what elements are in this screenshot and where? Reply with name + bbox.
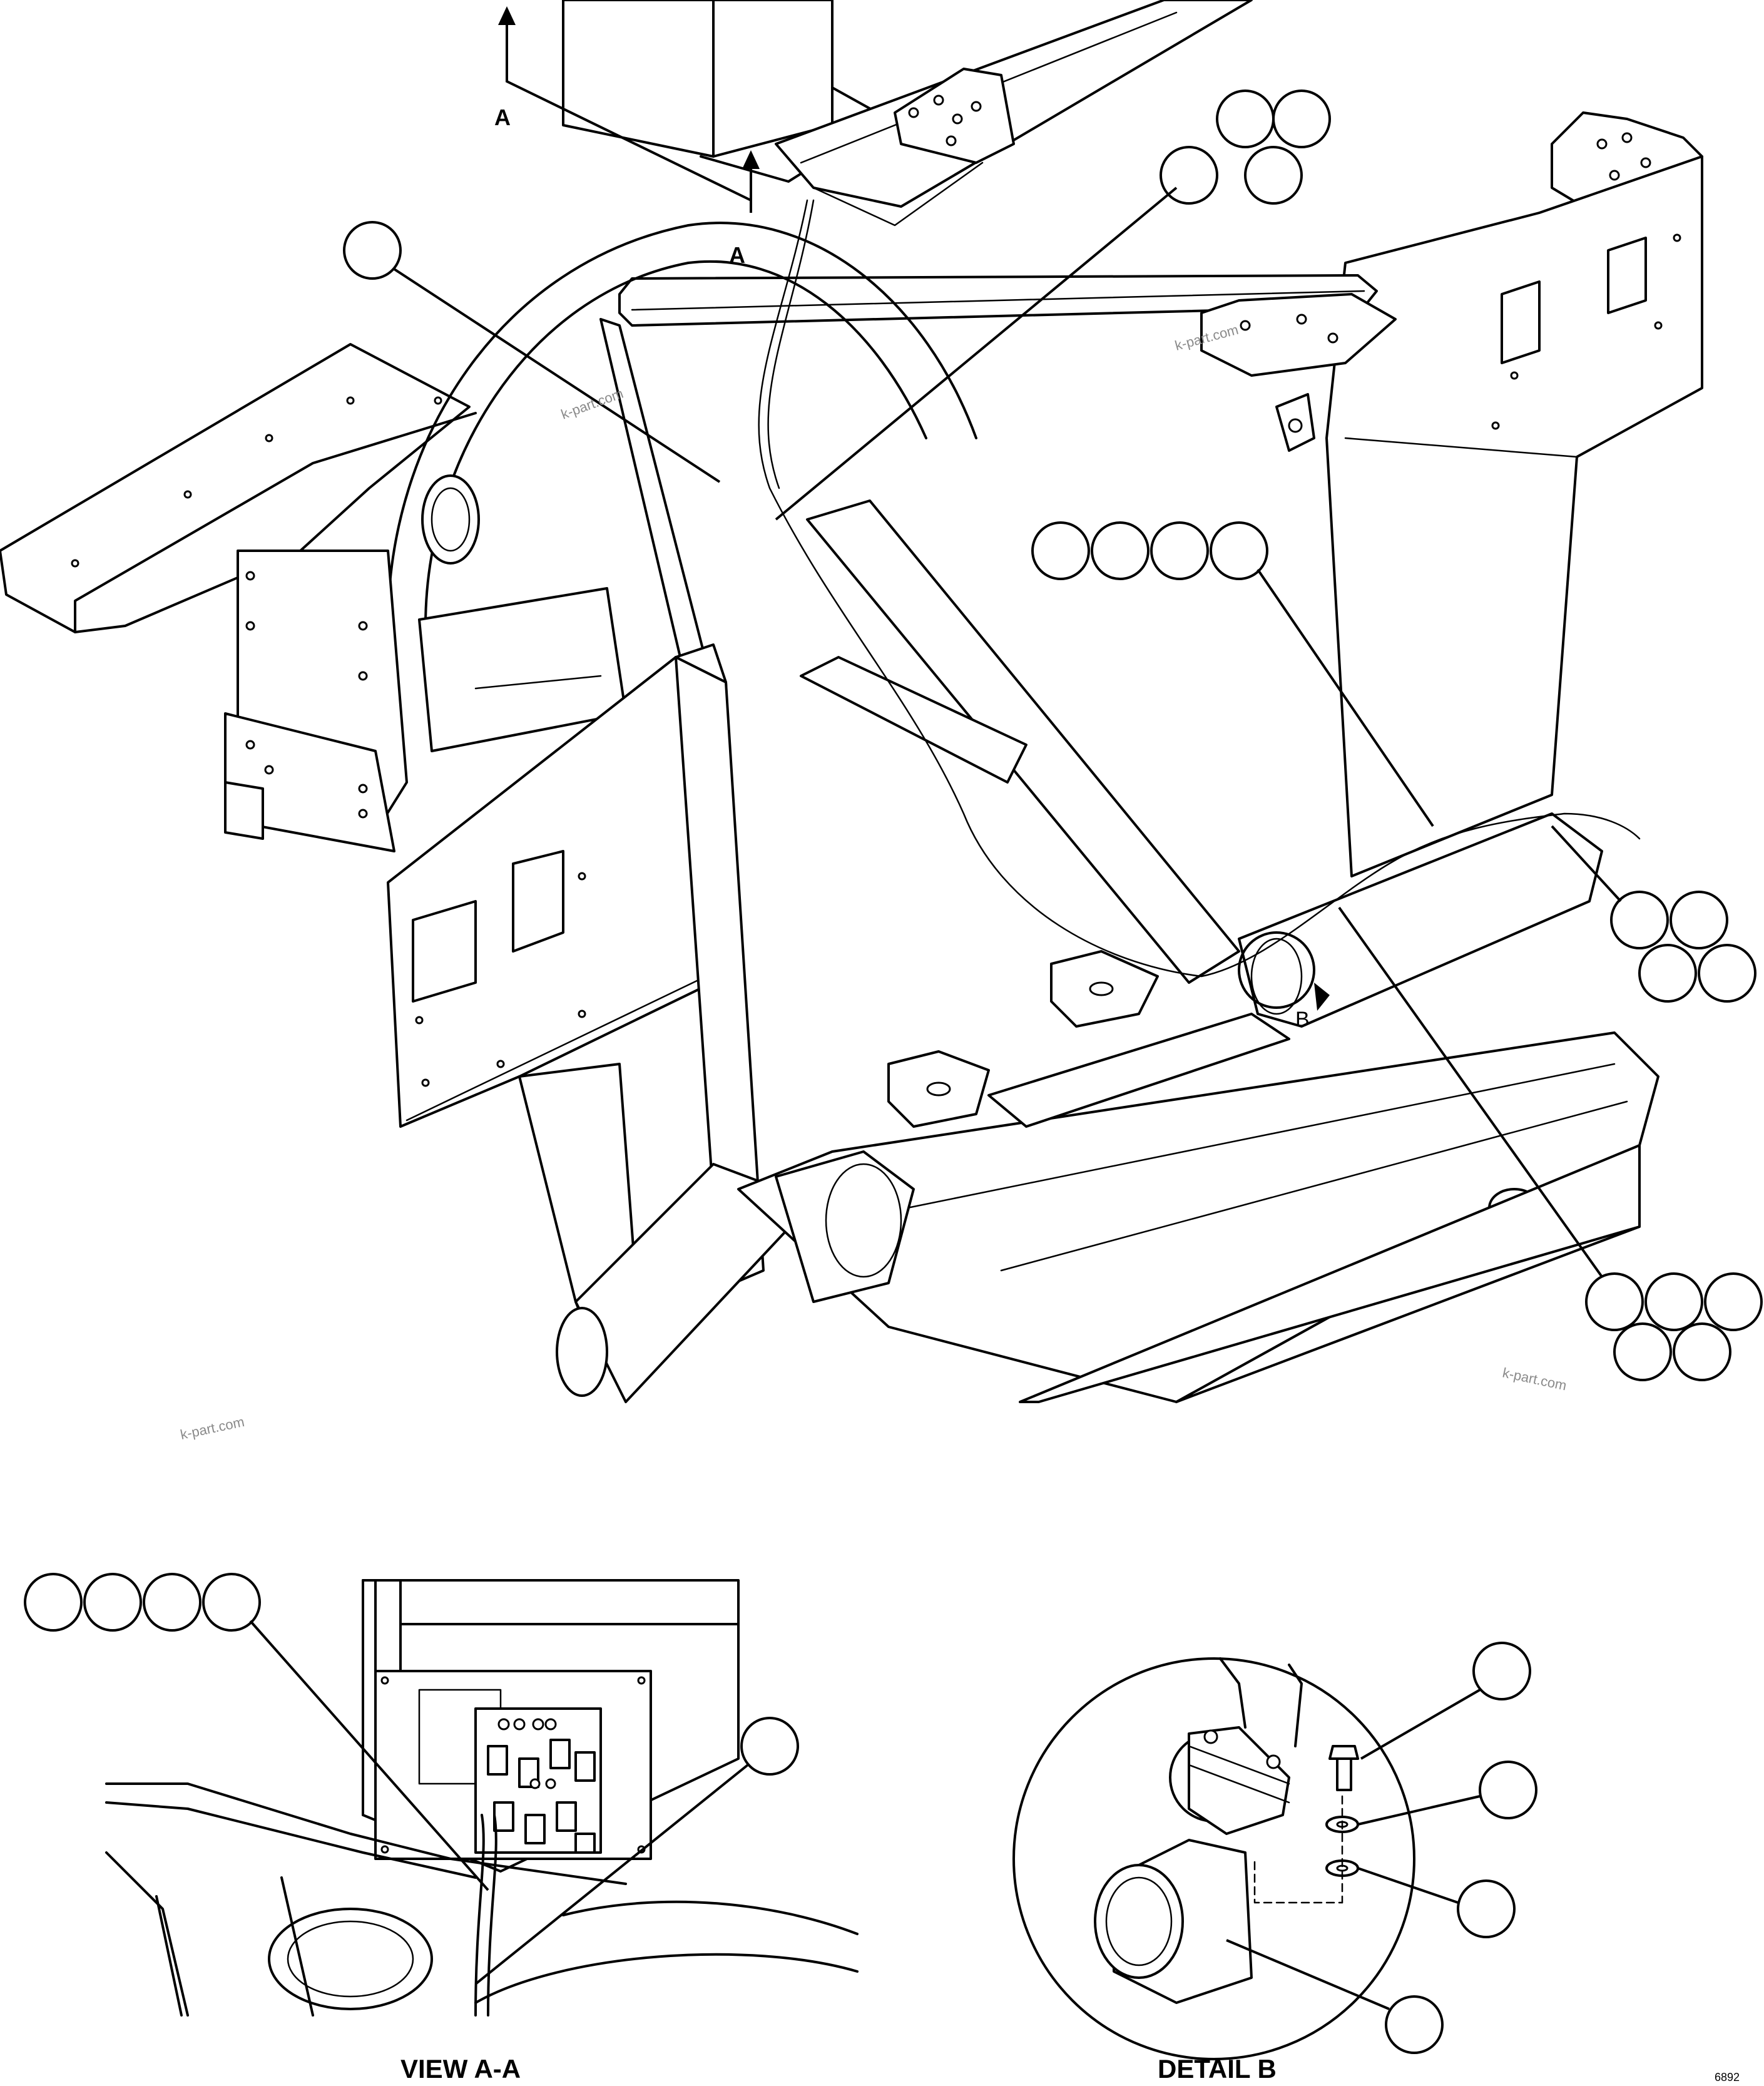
callout-bubble [1472, 1642, 1531, 1700]
callout-bubble [1031, 521, 1090, 580]
svg-text:A: A [494, 105, 511, 130]
callout-bubble [1673, 1322, 1731, 1381]
callout-bubble [1613, 1322, 1672, 1381]
callout-group-right [1551, 825, 1756, 1003]
callout-bubble [740, 1717, 799, 1776]
svg-text:B: B [1295, 1008, 1310, 1031]
left-frame-block [224, 550, 408, 852]
connector-cluster [487, 1718, 596, 1854]
callout-bubble [143, 1573, 201, 1632]
callout-bubble [202, 1573, 261, 1632]
callout-bubble [1272, 89, 1331, 148]
watermark: k-part.com [179, 1414, 246, 1443]
small-mount-plate-2 [887, 1050, 990, 1128]
section-a-arrows: A A [494, 6, 760, 268]
callout-bubble [83, 1573, 142, 1632]
callout-bubble [1585, 1272, 1644, 1331]
circular-connector [1094, 1726, 1290, 2004]
ring-frame [387, 222, 977, 627]
top-cross-beam [618, 274, 1378, 327]
callout-group-top-left [343, 221, 721, 483]
hex-bolt [1328, 1745, 1359, 1791]
callout-bubble [1457, 1879, 1516, 1938]
bottom-front-tube [775, 1150, 915, 1303]
callout-bubble [1644, 1272, 1703, 1331]
detail-b-marker: B [1238, 931, 1330, 1031]
lower-right-beam [1019, 1144, 1641, 1403]
small-mount-plate-1 [1050, 950, 1159, 1028]
right-horizontal-tube [1238, 812, 1603, 1028]
vertical-post-left [675, 643, 765, 1291]
wire-harness [758, 199, 1641, 978]
callout-bubble [1210, 521, 1268, 580]
cab-block [562, 0, 890, 183]
watermark: k-part.com [559, 386, 625, 422]
callout-bubble [1670, 891, 1728, 949]
right-side-panel [1325, 155, 1703, 877]
callout-bubble [1704, 1272, 1763, 1331]
callout-bubble [1150, 521, 1209, 580]
callout-group-lower-right [1338, 906, 1763, 1381]
view-a-a-caption: VIEW A-A [400, 2054, 521, 2083]
callout-bubble [1698, 944, 1756, 1003]
figure-number: 6892 [1715, 2071, 1740, 2083]
svg-text:A: A [729, 242, 745, 268]
watermark: k-part.com [1501, 1364, 1568, 1393]
detail-b: DETAIL B [1012, 1642, 1537, 2083]
callout-bubble [1479, 1761, 1537, 1819]
callout-bubble [1216, 89, 1275, 148]
view-a-a: VIEW A-A [24, 1573, 859, 2083]
callout-group-mid-right [1031, 521, 1434, 827]
callout-bubble [24, 1573, 83, 1632]
callout-bubble [1385, 1995, 1444, 2054]
callout-bubble [1638, 944, 1697, 1003]
bottom-left-leg [518, 1063, 815, 1403]
callout-bubble [1244, 146, 1303, 205]
electrical-control-panel [374, 1670, 652, 1860]
left-front-panel [387, 656, 740, 1128]
callout-bubble [343, 221, 402, 280]
callout-bubble [1610, 891, 1669, 949]
callout-group-top-center [775, 89, 1331, 521]
mounting-plate-top-center [894, 68, 1015, 164]
main-isometric-view: B A A [0, 0, 1763, 1443]
callout-bubble [1091, 521, 1150, 580]
detail-b-caption: DETAIL B [1158, 2054, 1277, 2083]
mounting-plate-right-beam [1200, 293, 1397, 452]
